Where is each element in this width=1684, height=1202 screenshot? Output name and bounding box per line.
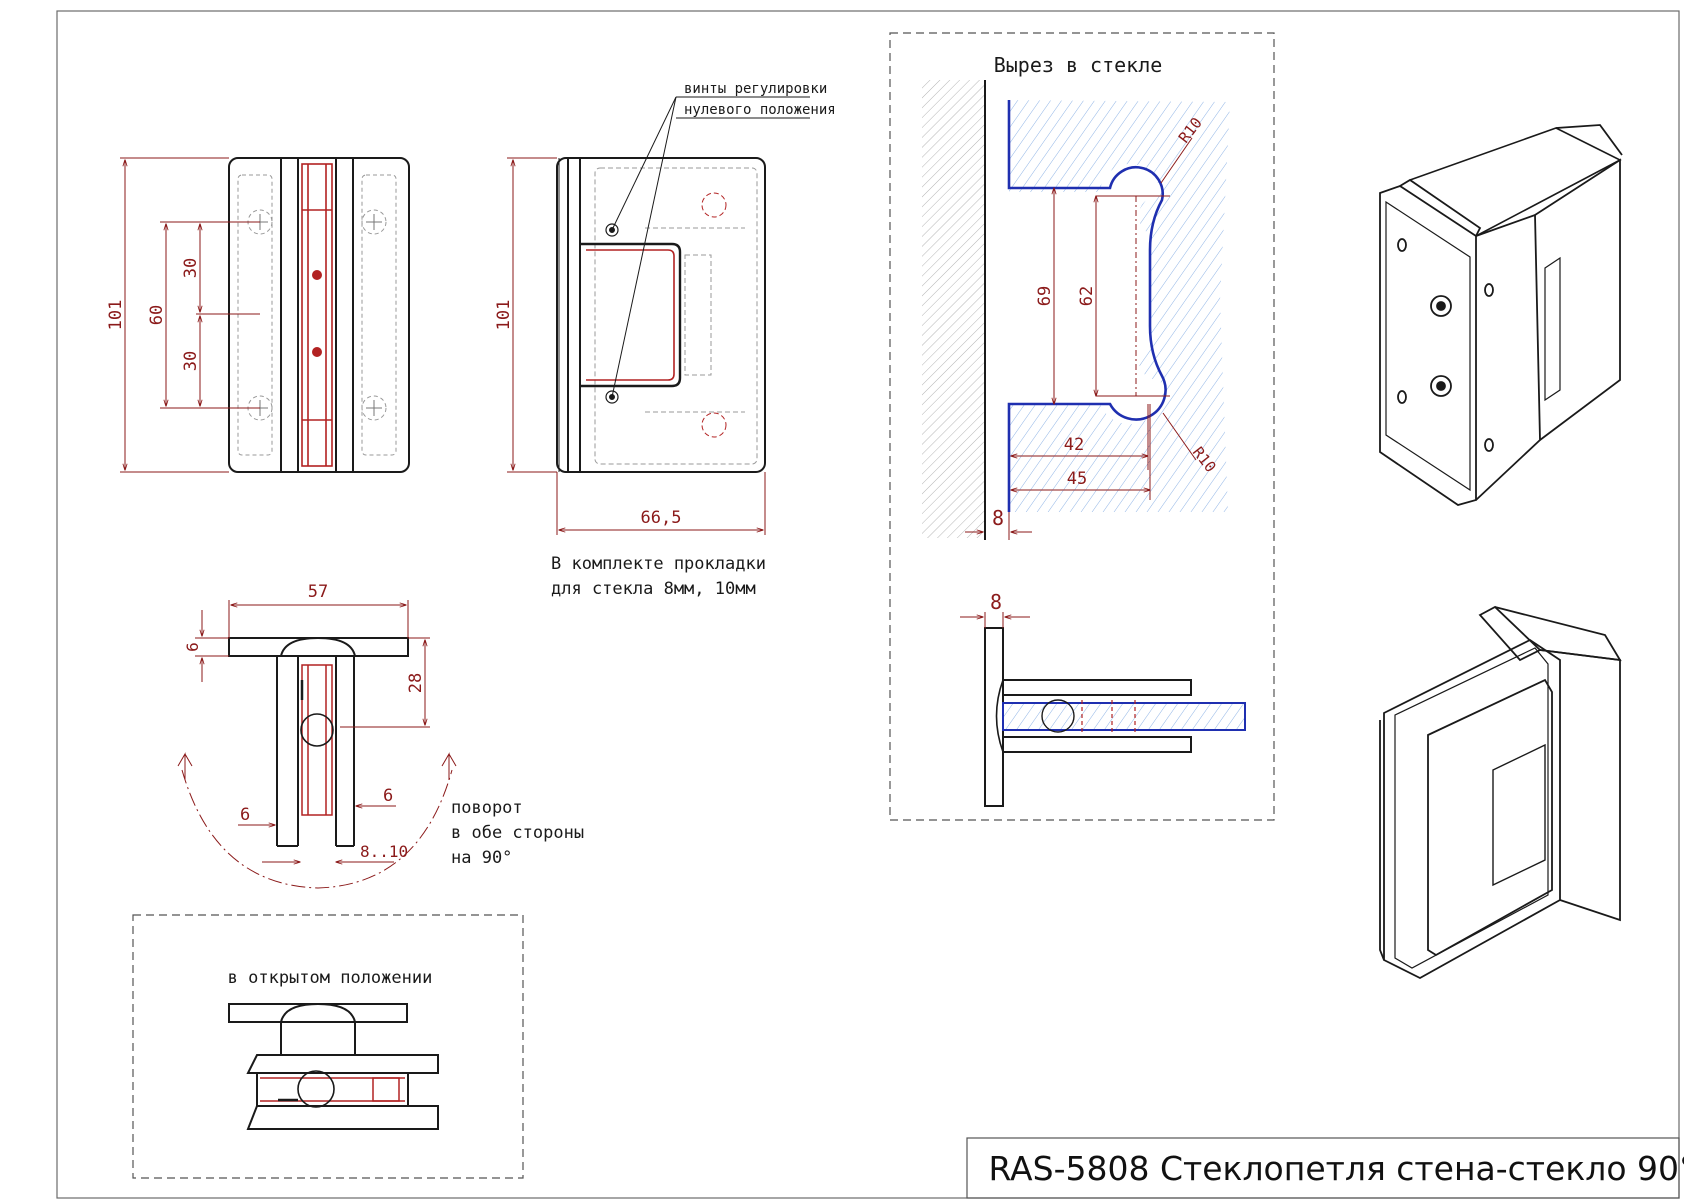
callout-line-2: нулевого положения <box>684 102 836 118</box>
drawing-title: RAS-5808 Стеклопетля стена-стекло 90° <box>988 1149 1684 1188</box>
rotation-note-line-3: на 90° <box>451 848 512 868</box>
front-view <box>120 157 410 473</box>
top-plate-dimension: 6 <box>183 642 202 652</box>
side-height-dimension: 101 <box>494 300 514 331</box>
cutout-42-dimension: 42 <box>1064 435 1084 455</box>
rotation-note-line-1: поворот <box>451 798 523 818</box>
cutout-8-dimension: 8 <box>992 506 1004 530</box>
gasket-note-line-1: В комплекте прокладки <box>551 554 766 574</box>
title-block <box>966 1137 1680 1199</box>
glass-panel <box>1009 100 1230 512</box>
cutout-69-dimension: 69 <box>1035 286 1055 306</box>
section-8-dimension: 8 <box>990 590 1002 614</box>
top-left-dimension: 6 <box>240 805 250 825</box>
front-height-dimension: 101 <box>106 300 126 331</box>
front-plate-outline <box>228 157 410 473</box>
top-width-dimension: 57 <box>308 582 328 602</box>
open-position-frame <box>132 914 524 1179</box>
open-position-caption: в открытом положении <box>228 968 433 988</box>
cutout-45-dimension: 45 <box>1067 469 1087 489</box>
screw-marker <box>312 347 322 357</box>
top-view <box>177 600 457 889</box>
top-glass-dimension: 8..10 <box>360 842 408 861</box>
side-body-outline <box>556 157 766 473</box>
wall-hatch <box>922 80 985 538</box>
rotation-note-line-2: в обе стороны <box>451 823 584 843</box>
sheet-frame <box>56 10 1680 1199</box>
isometric-view-back <box>1379 124 1623 506</box>
front-upper-dimension: 30 <box>181 258 201 278</box>
screw-marker <box>312 270 322 280</box>
wall-plate <box>228 637 409 657</box>
cutout-caption: Вырез в стекле <box>994 53 1163 77</box>
cut-edge <box>1007 100 1167 512</box>
open-position-view <box>228 1002 439 1130</box>
front-holes-dimension: 60 <box>147 305 167 325</box>
isometric-view-front <box>1379 605 1622 980</box>
top-depth-dimension: 28 <box>406 673 426 693</box>
side-width-dimension: 66,5 <box>641 508 682 528</box>
top-right-dimension: 6 <box>383 786 393 806</box>
cutout-62-dimension: 62 <box>1077 286 1097 306</box>
front-lower-dimension: 30 <box>181 351 201 371</box>
gasket-note-line-2: для стекла 8мм, 10мм <box>551 579 756 599</box>
side-view <box>507 96 810 535</box>
callout-line-1: винты регулировки <box>684 81 827 97</box>
section-view <box>960 612 1246 807</box>
